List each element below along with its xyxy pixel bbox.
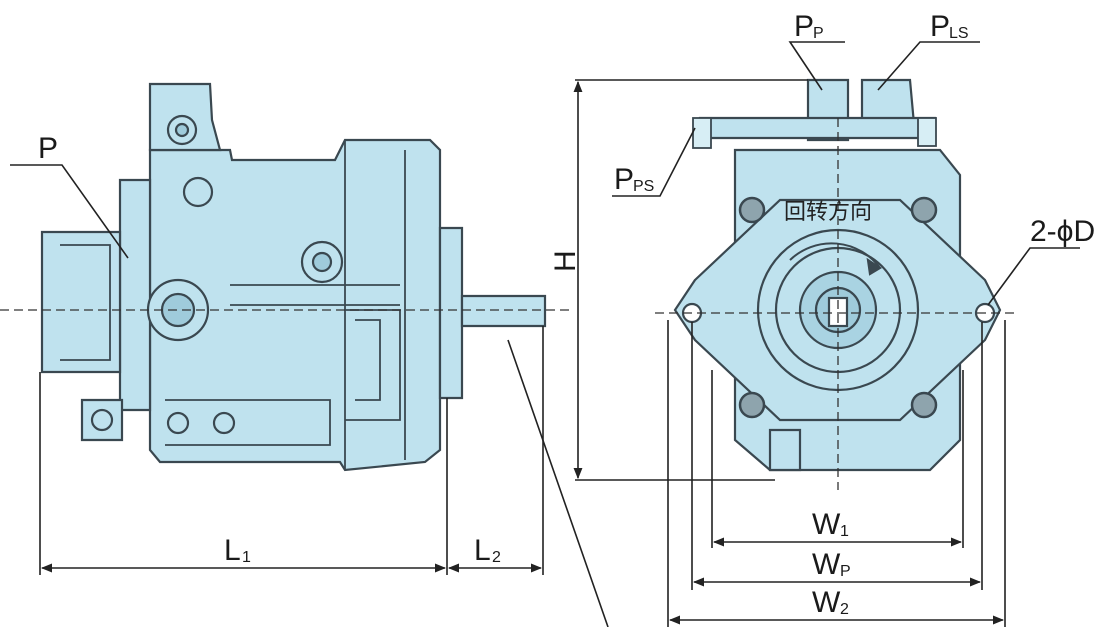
label-height: H: [549, 250, 582, 272]
label-port-pps-main: P: [614, 163, 634, 196]
label-w2-sub: 2: [840, 601, 849, 618]
label-wp-sub: P: [840, 563, 851, 580]
label-w2-main: W: [812, 586, 841, 619]
label-wp-main: W: [812, 548, 841, 581]
leader-lines: [10, 41, 1080, 627]
label-port-pps-sub: PS: [633, 178, 654, 195]
label-port-p: P: [38, 132, 58, 165]
front-view: [673, 78, 1002, 472]
side-view: [40, 82, 547, 472]
front-top-pipe: [698, 116, 937, 140]
center-lines: [0, 118, 1018, 490]
label-port-pls-sub: LS: [949, 25, 969, 42]
side-shaft: [460, 294, 547, 328]
front-bottom-boss: [768, 428, 802, 472]
label-l2-sub: 2: [492, 549, 501, 566]
label-w1-sub: 1: [840, 523, 849, 540]
label-mount-hole: 2-ϕD: [1030, 215, 1095, 248]
label-port-pls-main: P: [930, 10, 950, 43]
side-rear-block: [40, 230, 122, 374]
label-l1-sub: 1: [242, 549, 251, 566]
label-rotation-direction: 回转方向: [784, 200, 872, 225]
label-l1-main: L: [224, 534, 241, 567]
label-l2-main: L: [474, 534, 491, 567]
label-port-pp-sub: P: [813, 25, 824, 42]
label-w1-main: W: [812, 508, 841, 541]
side-rear-cover: [118, 178, 152, 412]
dimension-lines: [39, 79, 1006, 627]
labels: P P P P LS P PS 2-ϕD H L 1 L 2 W 1 W P W…: [38, 10, 1095, 619]
label-port-pp-main: P: [794, 10, 814, 43]
side-front-flange: [438, 226, 464, 400]
